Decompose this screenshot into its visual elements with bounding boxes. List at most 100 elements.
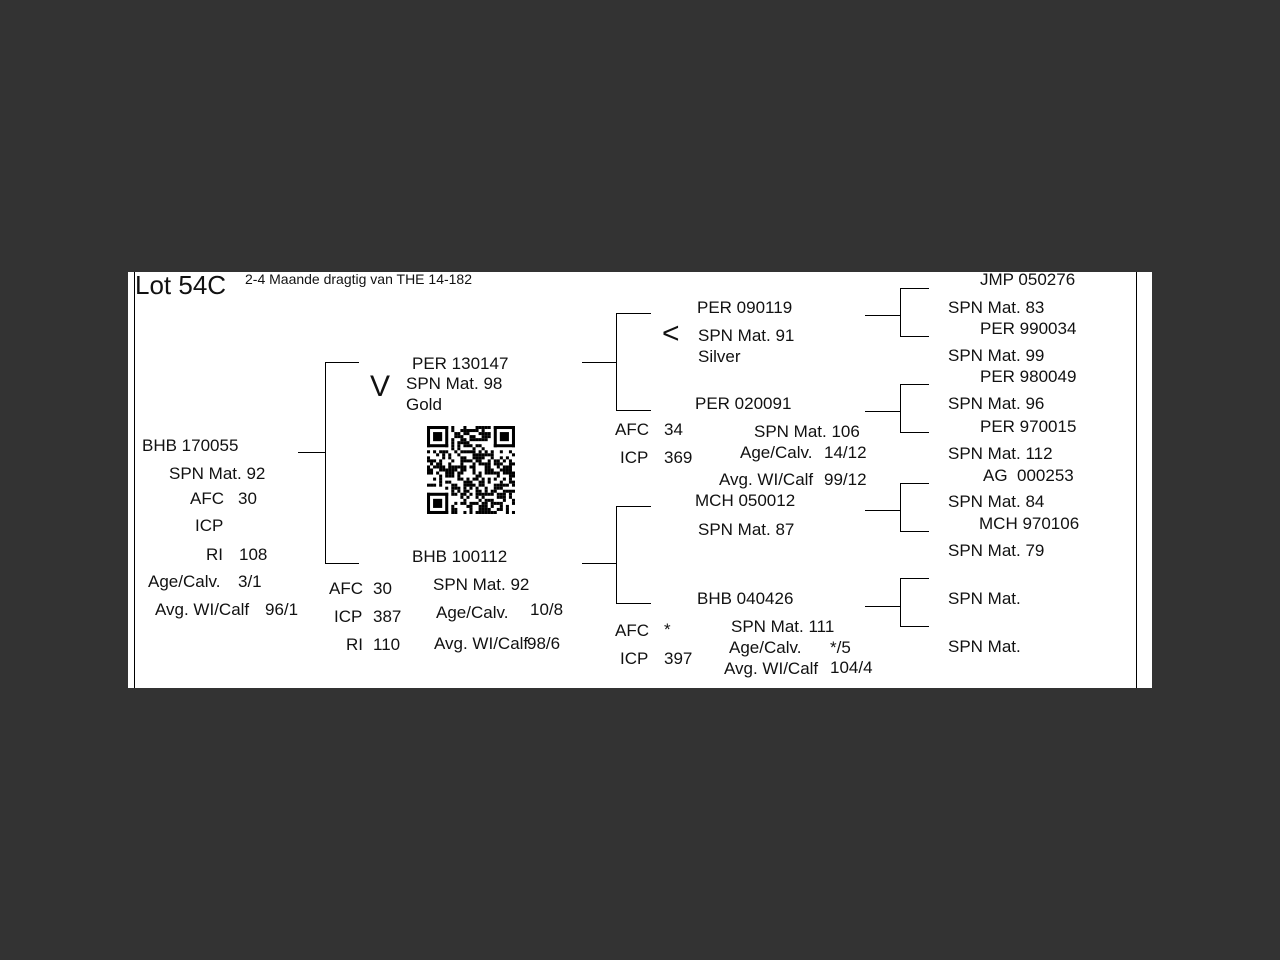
sire-spn: SPN Mat. 98 [406, 374, 503, 393]
left-border [134, 272, 135, 688]
bracket-sd-vertical [900, 384, 901, 433]
sd-avgwi-value: 99/12 [824, 470, 867, 489]
sd-icp-label: ICP [620, 448, 649, 467]
bracket-dd-vertical [900, 578, 901, 627]
dd-avgwi-value: 104/4 [830, 658, 873, 677]
dam-ri-value: 110 [373, 635, 401, 654]
ds-id: MCH 050012 [695, 491, 796, 510]
ss-spn: SPN Mat. 91 [698, 326, 795, 345]
right-border [1136, 272, 1137, 688]
sd-id: PER 020091 [695, 394, 792, 413]
dam-icp-label: ICP [334, 607, 363, 626]
animal-ri-label: RI [206, 545, 223, 564]
gen3-id: AG 000253 [983, 466, 1074, 485]
gen3-spn: SPN Mat. 96 [948, 394, 1045, 413]
dd-icp-label: ICP [620, 649, 649, 668]
dd-spn: SPN Mat. 111 [731, 617, 835, 636]
bracket-sire-vertical [616, 313, 617, 411]
dam-avgwi-label: Avg. WI/Calf [434, 634, 529, 653]
animal-afc-value: 30 [238, 489, 257, 508]
bracket-dd-bottom [900, 626, 929, 627]
dd-icp-value: 397 [664, 649, 693, 668]
lot-title: Lot 54C [135, 272, 227, 300]
bracket-sd-bottom [900, 432, 929, 433]
bracket-sd-top [900, 384, 929, 385]
bracket-animal-top [325, 362, 359, 363]
dd-avgwi-label: Avg. WI/Calf [724, 659, 819, 678]
dam-afc-label: AFC [329, 579, 363, 598]
dam-spn: SPN Mat. 92 [433, 575, 530, 594]
bracket-dam-top [616, 506, 651, 507]
gen3-id: PER 970015 [980, 417, 1077, 436]
bracket-sd-stub [865, 411, 901, 412]
bracket-dam-stub [582, 563, 617, 564]
sd-icp-value: 369 [664, 448, 693, 467]
bracket-ss-stub [865, 315, 901, 316]
bracket-ss-vertical [900, 288, 901, 337]
bracket-ss-bottom [900, 336, 929, 337]
sire-grade: Gold [406, 395, 442, 414]
bracket-animal-vertical [325, 362, 326, 564]
bracket-dam-vertical [616, 506, 617, 604]
gen3-spn: SPN Mat. 83 [948, 298, 1045, 317]
sire-id: PER 130147 [412, 354, 509, 373]
dd-afc-label: AFC [615, 621, 649, 640]
gen3-id: PER 990034 [980, 319, 1077, 338]
sd-afc-value: 34 [664, 420, 683, 439]
gen3-spn: SPN Mat. 99 [948, 346, 1045, 365]
animal-id: BHB 170055 [142, 436, 239, 455]
ss-symbol: < [662, 317, 680, 350]
bracket-ds-bottom [900, 531, 929, 532]
bracket-dam-bottom [616, 603, 651, 604]
dd-afc-value: * [664, 620, 671, 639]
ss-id: PER 090119 [697, 298, 793, 317]
pedigree-card: Lot 54C 2-4 Maande dragtig van THE 14-18… [128, 272, 1152, 688]
bracket-dd-stub [865, 606, 901, 607]
bracket-sire-stub [582, 362, 617, 363]
dam-agecalv-label: Age/Calv. [436, 603, 509, 622]
dd-agecalv-value: */5 [830, 638, 851, 657]
animal-afc-label: AFC [190, 489, 224, 508]
animal-agecalv-value: 3/1 [238, 572, 262, 591]
dam-avgwi-value: 98/6 [527, 634, 561, 653]
dam-agecalv-value: 10/8 [530, 600, 564, 619]
dd-id: BHB 040426 [697, 589, 794, 608]
animal-avgwi-label: Avg. WI/Calf [155, 600, 250, 619]
bracket-ss-top [900, 288, 929, 289]
sire-symbol: V [370, 370, 391, 403]
animal-avgwi-value: 96/1 [265, 600, 299, 619]
bracket-sire-top [616, 313, 651, 314]
ds-spn: SPN Mat. 87 [698, 520, 795, 539]
gen3-spn: SPN Mat. 79 [948, 541, 1045, 560]
animal-icp-label: ICP [195, 516, 224, 535]
bracket-sire-bottom [616, 410, 651, 411]
sd-agecalv-label: Age/Calv. [740, 443, 813, 462]
gen3-id: JMP 050276 [980, 272, 1076, 289]
bracket-dd-top [900, 578, 929, 579]
gen3-id: PER 980049 [980, 367, 1077, 386]
sd-avgwi-label: Avg. WI/Calf [719, 470, 814, 489]
dam-id: BHB 100112 [412, 547, 508, 566]
dd-agecalv-label: Age/Calv. [729, 638, 802, 657]
bracket-ds-vertical [900, 483, 901, 532]
ss-grade: Silver [698, 347, 741, 366]
bracket-ds-top [900, 483, 929, 484]
pregnancy-note: 2-4 Maande dragtig van THE 14-182 [245, 272, 472, 287]
gen3-spn: SPN Mat. [948, 637, 1021, 656]
dam-afc-value: 30 [373, 579, 392, 598]
gen3-spn: SPN Mat. 112 [948, 444, 1053, 463]
qr-code [427, 426, 515, 514]
dam-icp-value: 387 [373, 607, 402, 626]
animal-spn: SPN Mat. 92 [169, 464, 266, 483]
animal-ri-value: 108 [239, 545, 268, 564]
gen3-spn: SPN Mat. [948, 589, 1021, 608]
bracket-animal-bottom [325, 563, 359, 564]
sd-afc-label: AFC [615, 420, 649, 439]
animal-agecalv-label: Age/Calv. [148, 572, 221, 591]
bracket-animal-stub [298, 452, 326, 453]
bracket-ds-stub [865, 510, 901, 511]
gen3-spn: SPN Mat. 84 [948, 492, 1045, 511]
dam-ri-label: RI [346, 635, 363, 654]
gen3-id: MCH 970106 [979, 514, 1080, 533]
sd-spn: SPN Mat. 106 [754, 422, 860, 441]
